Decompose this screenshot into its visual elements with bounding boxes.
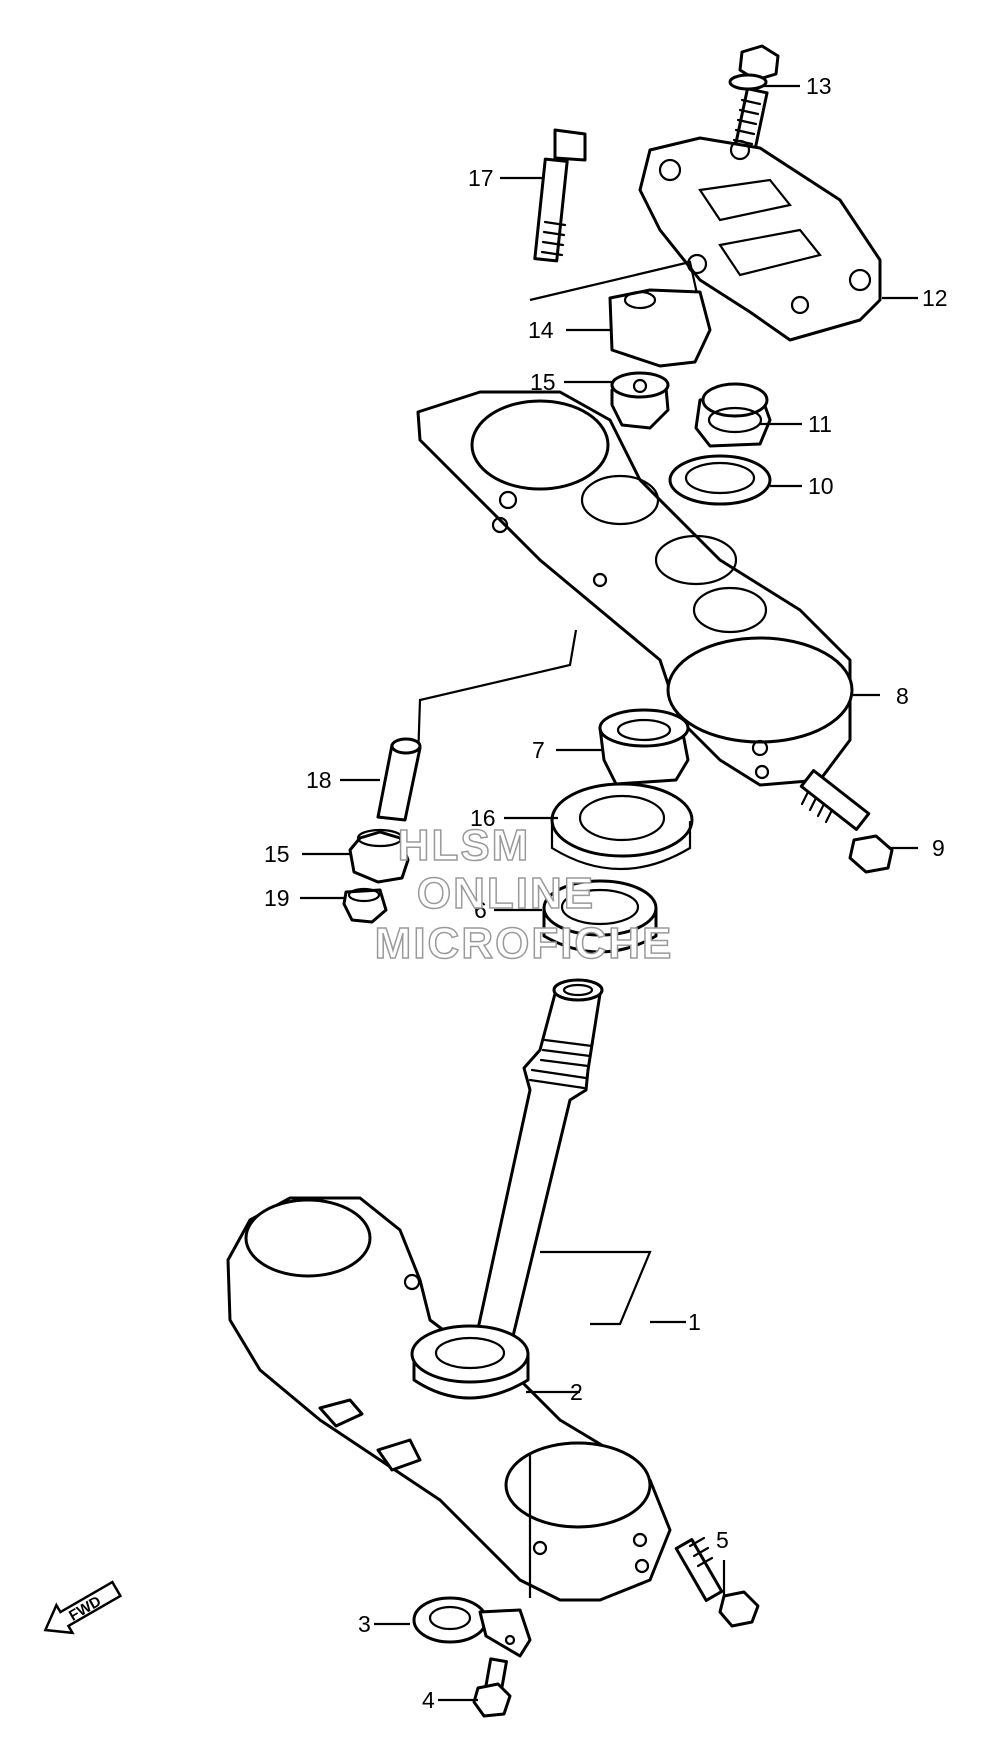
leader-lines xyxy=(300,84,918,1702)
callout-14: 14 xyxy=(528,317,554,343)
part-19-nut[interactable] xyxy=(342,887,388,924)
callout-8: 8 xyxy=(896,683,909,709)
part-6-bearing[interactable] xyxy=(542,879,658,954)
callout-17: 17 xyxy=(468,165,494,191)
part-5-bolt[interactable] xyxy=(674,1536,760,1628)
fwd-arrow-icon xyxy=(43,1580,123,1635)
callout-15-upper: 15 xyxy=(530,369,556,395)
part-15-rubber-mount-upper[interactable] xyxy=(610,371,670,430)
part-4-bolt[interactable] xyxy=(472,1657,512,1718)
part-9-bolt[interactable] xyxy=(799,769,894,874)
part-8-guide-line xyxy=(416,629,578,761)
callout-5: 5 xyxy=(716,1527,729,1553)
part-11-steering-stem-nut[interactable] xyxy=(694,382,772,448)
part-1-steering-stem-lower-bracket[interactable] xyxy=(226,978,672,1602)
part-17-bolt[interactable] xyxy=(533,128,587,263)
callout-4: 4 xyxy=(422,1687,435,1713)
callout-15-lower: 15 xyxy=(264,841,290,867)
part-18-collar[interactable] xyxy=(376,737,422,822)
callout-1: 1 xyxy=(688,1309,701,1335)
callout-19: 19 xyxy=(264,885,290,911)
callout-13: 13 xyxy=(806,73,832,99)
watermark-line-3: MICROFICHE xyxy=(375,919,674,968)
callout-2: 2 xyxy=(570,1379,583,1405)
callout-3: 3 xyxy=(358,1611,371,1637)
callout-labels: 1 2 3 4 5 6 7 8 9 10 11 12 13 14 15 16 1… xyxy=(264,73,948,1713)
watermark-line-2: ONLINE xyxy=(417,869,595,918)
callout-7: 7 xyxy=(532,737,545,763)
callout-18: 18 xyxy=(306,767,332,793)
callout-16: 16 xyxy=(470,805,496,831)
part-10-washer[interactable] xyxy=(668,454,772,506)
callout-12: 12 xyxy=(922,285,948,311)
fwd-arrow: FWD xyxy=(43,1580,123,1635)
watermark-line-1: HLSM xyxy=(398,821,531,870)
watermark: HLSM ONLINE MICROFICHE xyxy=(374,820,674,969)
part-8-upper-bracket[interactable] xyxy=(416,390,854,787)
part-14-clamp-block[interactable] xyxy=(608,253,712,368)
part-12-handlebar-clamp[interactable] xyxy=(638,136,882,342)
part-7-castle-nut[interactable] xyxy=(598,708,690,786)
part-15-rubber-mount-lower[interactable] xyxy=(348,828,410,884)
callout-9: 9 xyxy=(932,835,945,861)
callout-10: 10 xyxy=(808,473,834,499)
part-3-bracket[interactable] xyxy=(412,1596,532,1658)
part-16-seal[interactable] xyxy=(550,782,694,870)
callout-6: 6 xyxy=(474,897,487,923)
callout-11: 11 xyxy=(808,411,832,437)
